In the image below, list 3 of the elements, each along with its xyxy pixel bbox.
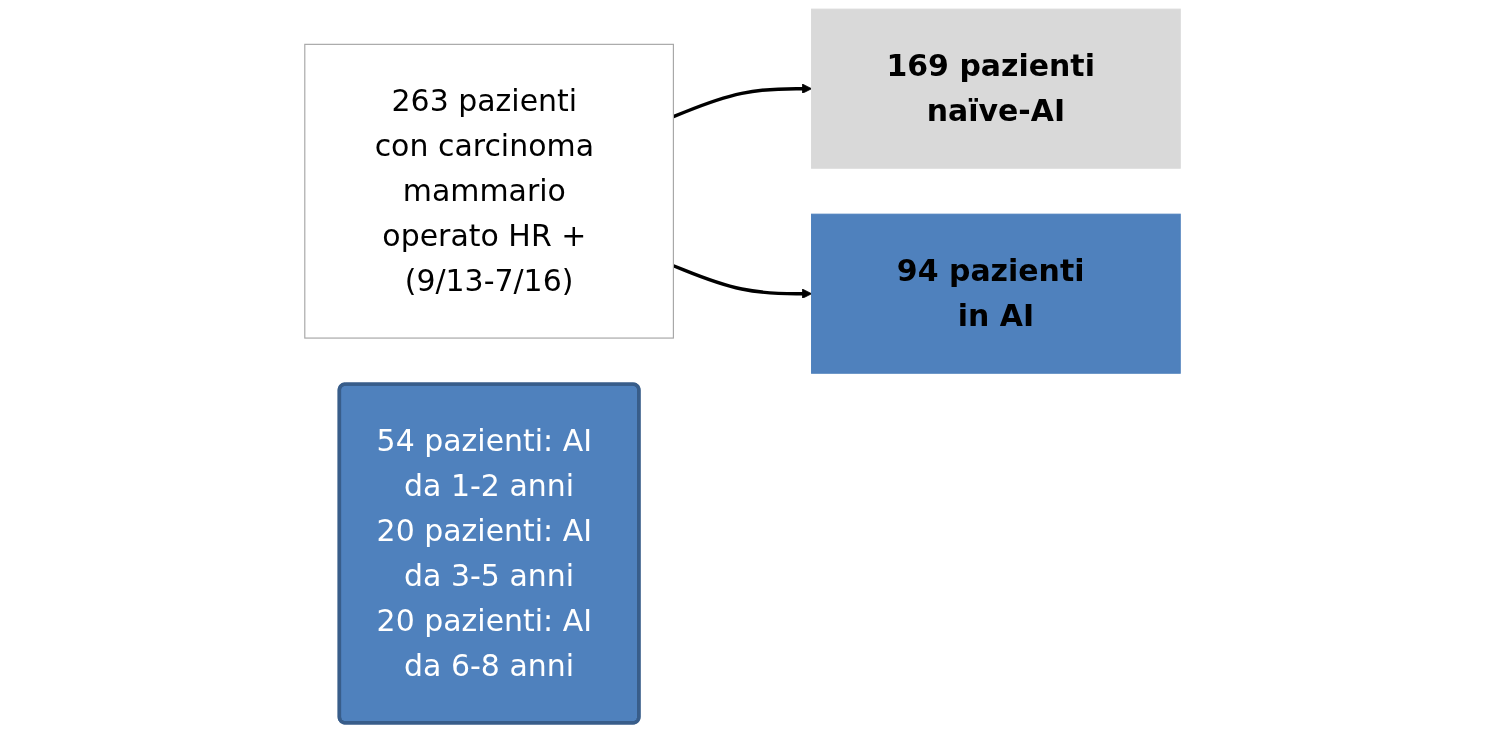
node-box: 94 pazienti in AI xyxy=(811,213,1181,374)
node-box: 169 pazienti naïve-AI xyxy=(811,8,1181,169)
node-box: 263 pazienti con carcinoma mammario operato HR + (9/13-7/16) xyxy=(304,43,674,339)
